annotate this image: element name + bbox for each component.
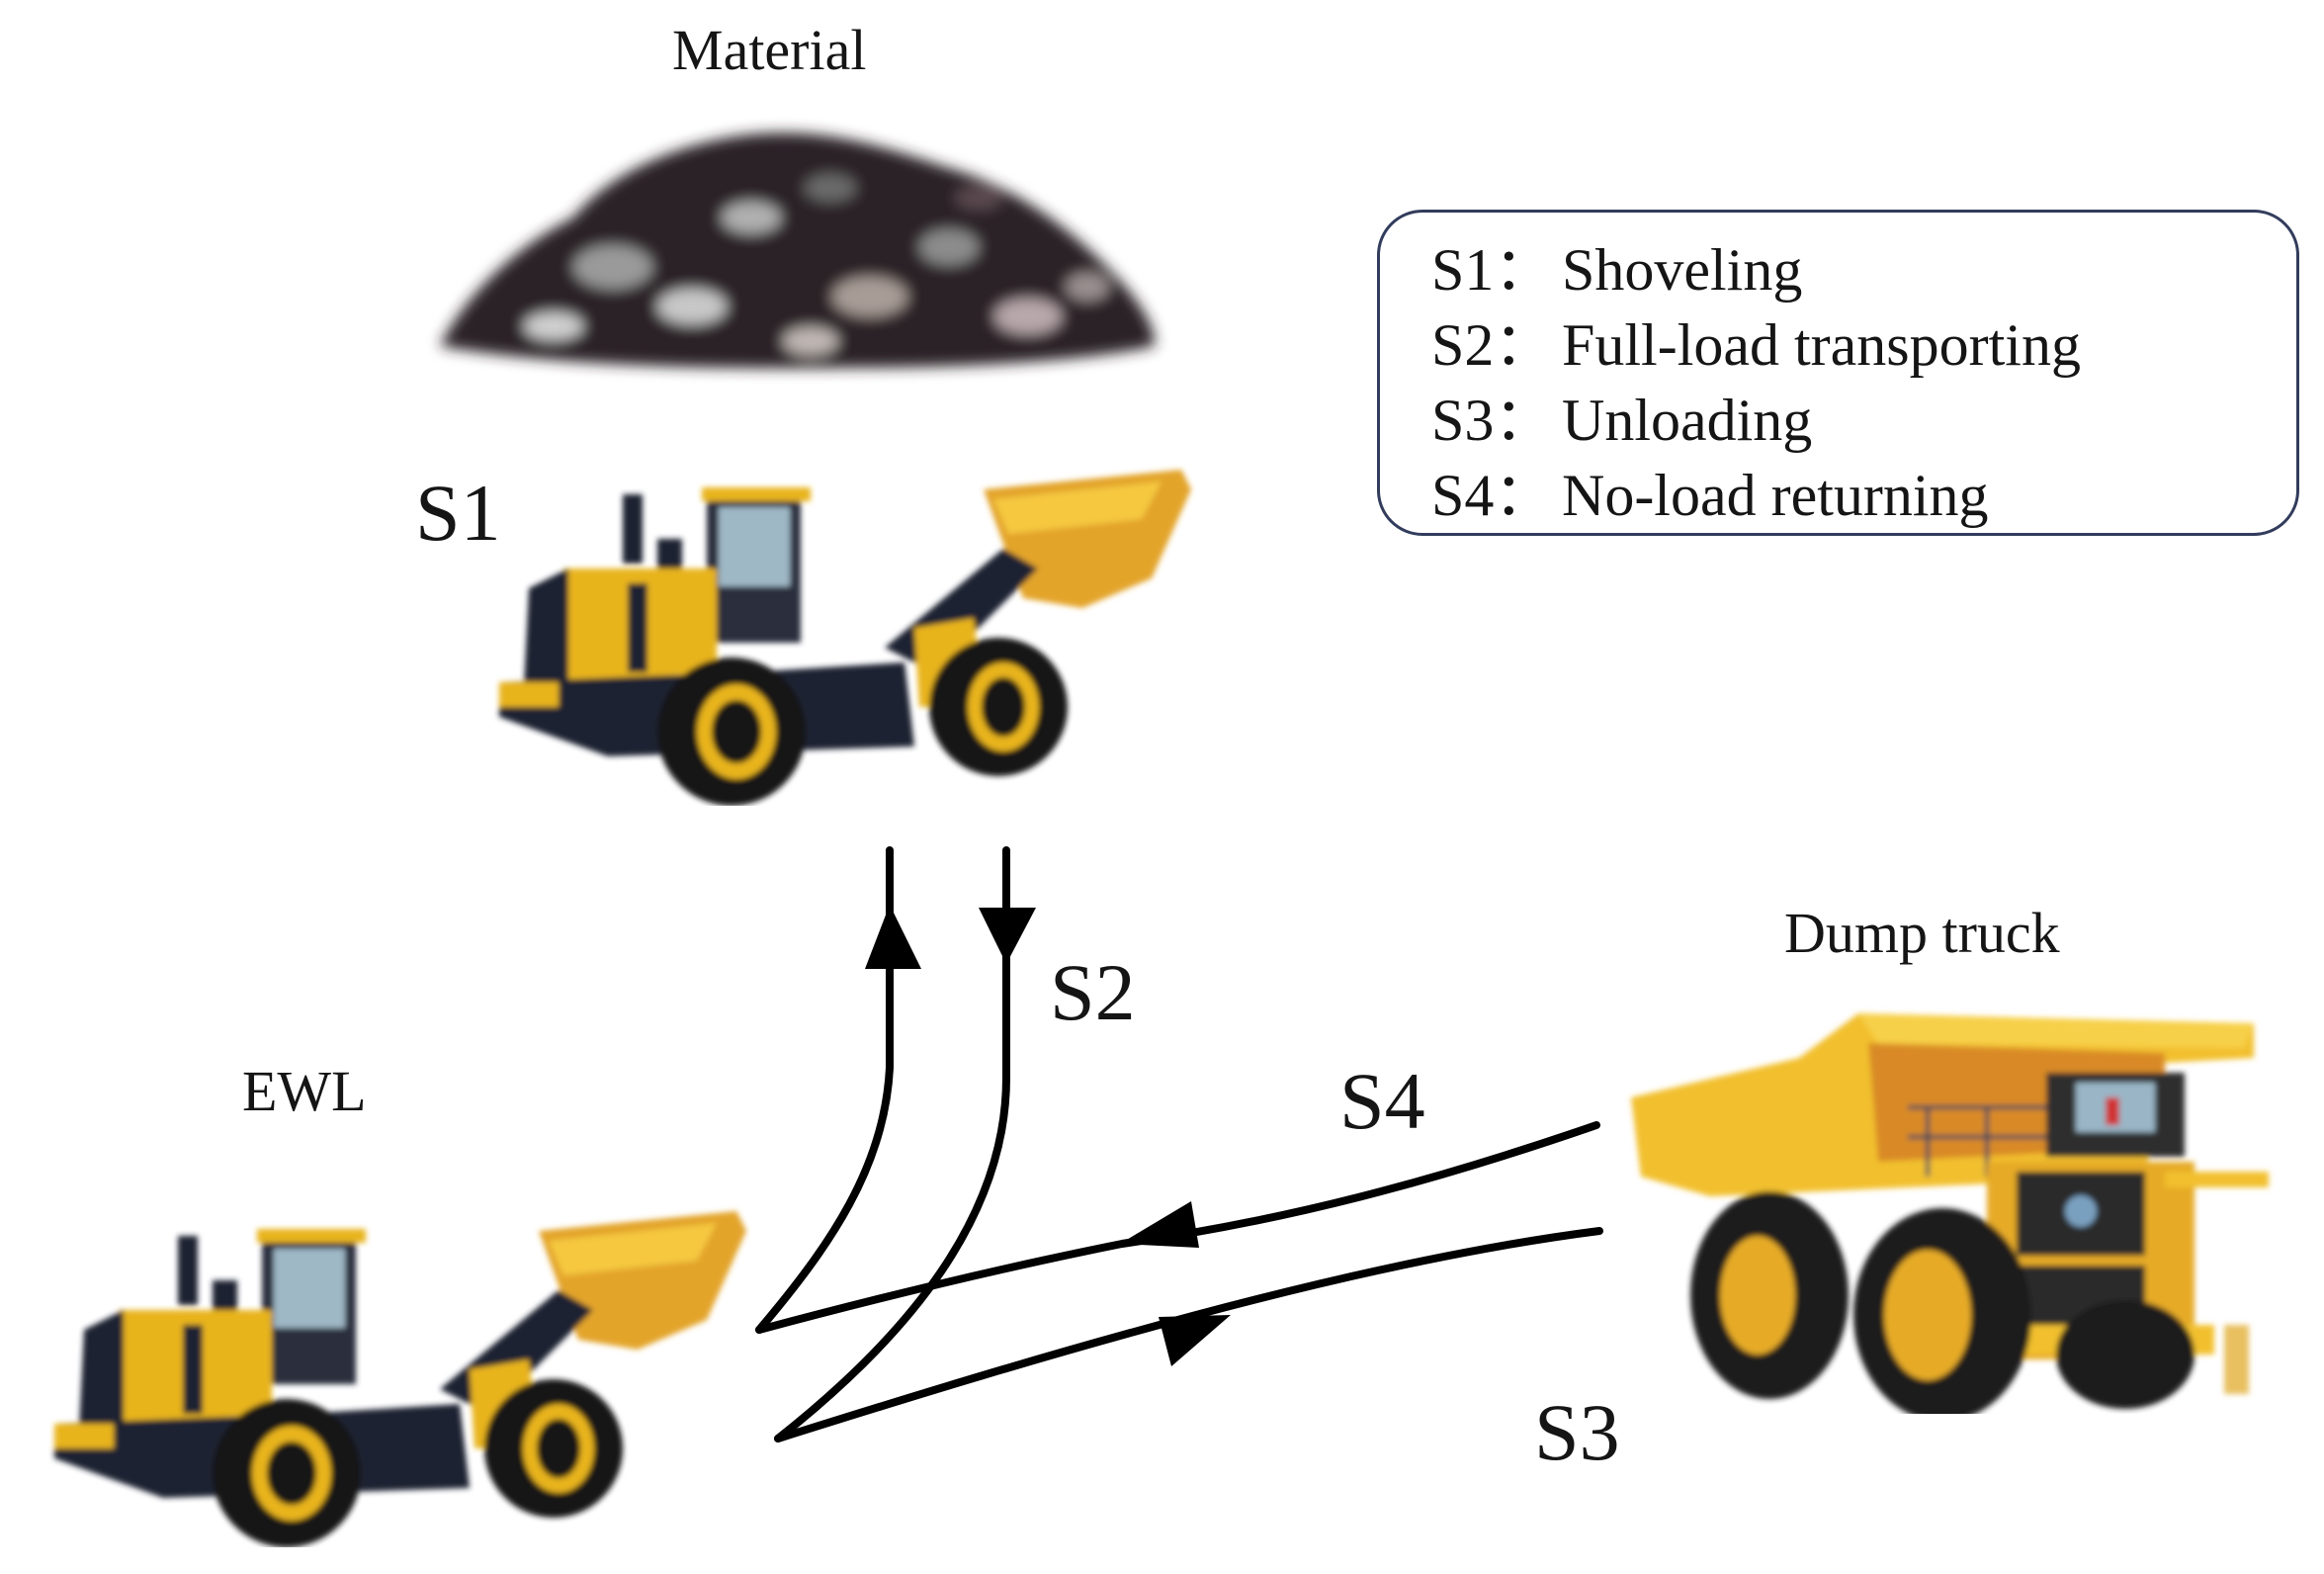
dump-truck-icon	[1631, 1013, 2269, 1414]
arrow-up-icon	[865, 905, 921, 969]
s1-up-path	[755, 846, 894, 1334]
s3-label: S3	[1534, 1387, 1620, 1477]
s2-label: S2	[1050, 947, 1136, 1037]
s2-down-path	[774, 846, 1010, 1443]
legend-text: Shoveling	[1562, 237, 1803, 303]
material-label: Material	[672, 18, 867, 82]
ewl-label: EWL	[242, 1059, 367, 1123]
arrow-right-icon	[1159, 1315, 1231, 1366]
legend-key: S1：	[1431, 237, 1554, 303]
legend-box: S1：Shoveling S2：Full-load transporting S…	[1377, 210, 2299, 536]
s4-label: S4	[1339, 1056, 1425, 1146]
arrow-left-icon	[1120, 1201, 1199, 1248]
s3-unload-path	[774, 1227, 1603, 1443]
legend-item-s4: S4：No-load returning	[1431, 466, 1989, 525]
wheel-loader-icon	[499, 470, 1191, 806]
ewl-loader-icon	[54, 1211, 746, 1547]
legend-text: Unloading	[1562, 388, 1813, 453]
legend-key: S3：	[1431, 388, 1554, 453]
dump-truck-label: Dump truck	[1784, 901, 2060, 965]
legend-text: No-load returning	[1562, 463, 1989, 528]
legend-item-s2: S2：Full-load transporting	[1431, 315, 2081, 375]
legend-item-s3: S3：Unloading	[1431, 391, 1812, 450]
legend-key: S4：	[1431, 463, 1554, 528]
legend-item-s1: S1：Shoveling	[1431, 240, 1802, 300]
legend-key: S2：	[1431, 312, 1554, 378]
arrow-down-icon	[979, 908, 1036, 964]
s1-label: S1	[415, 468, 501, 558]
legend-text: Full-load transporting	[1562, 312, 2081, 378]
